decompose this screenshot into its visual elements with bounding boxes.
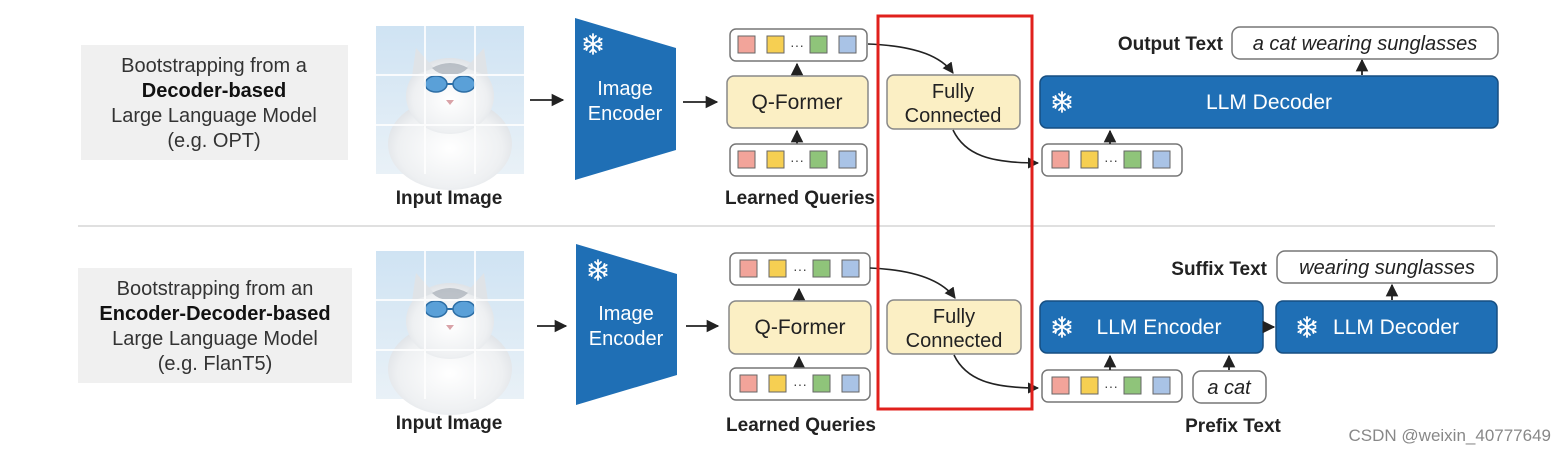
bottom-label-box (78, 268, 352, 383)
bottom-arrow-fc-to-llm-tokens (953, 354, 1040, 394)
bottom-qformer-label: Q-Former (755, 316, 846, 339)
bottom-label-line-3: Large Language Model (112, 328, 318, 350)
bottom-fc-line-1: Fully (933, 306, 975, 328)
bottom-fully-connected (886, 299, 1022, 355)
token-green (812, 259, 831, 278)
token-ellipsis: ··· (1104, 152, 1118, 168)
top-fully-connected (886, 74, 1021, 130)
bottom-image-encoder (576, 244, 677, 405)
top-learned-queries-bar (729, 143, 868, 177)
top-image-encoder (575, 18, 676, 180)
bottom-image-encoder-line-1: Image (598, 303, 654, 325)
token-red (1051, 376, 1070, 395)
token-green (812, 374, 831, 393)
bottom-llm-decoder-label: LLM Decoder (1333, 316, 1459, 339)
bottom-learned-queries-bar (729, 367, 871, 401)
bottom-output-token-bar (729, 252, 871, 286)
bottom-llm-encoder-label: LLM Encoder (1097, 316, 1222, 339)
token-yellow (766, 35, 785, 54)
token-ellipsis: ··· (1104, 378, 1118, 394)
token-yellow (768, 259, 787, 278)
token-ellipsis: ··· (790, 37, 804, 53)
top-image-encoder-line-2: Encoder (588, 103, 663, 125)
top-output-text-caption: Output Text (1118, 34, 1224, 55)
token-green (1123, 376, 1142, 395)
token-green (809, 35, 828, 54)
bottom-arrow-qformer-to-fc (869, 267, 956, 299)
top-qformer-label: Q-Former (752, 91, 843, 114)
bottom-label-line-1: Bootstrapping from an (117, 278, 314, 300)
top-output-token-bar (729, 28, 868, 62)
token-yellow (768, 374, 787, 393)
top-llm-decoder (1039, 75, 1499, 129)
top-qformer (726, 75, 869, 129)
token-yellow (766, 150, 785, 169)
bottom-suffix-text-value: wearing sunglasses (1299, 257, 1475, 279)
token-yellow (1080, 150, 1099, 169)
top-image-encoder-line-1: Image (597, 78, 653, 100)
top-panel: Bootstrapping from a Decoder-based Large… (81, 18, 1499, 209)
bottom-label-line-2: Encoder-Decoder-based (99, 303, 330, 325)
top-input-image-caption: Input Image (396, 188, 503, 209)
fc-highlight-box (876, 14, 1034, 411)
token-blue (838, 35, 857, 54)
top-output-text-value: a cat wearing sunglasses (1253, 33, 1478, 55)
top-label-line-4: (e.g. OPT) (167, 130, 260, 152)
token-red (739, 259, 758, 278)
token-red (737, 35, 756, 54)
top-llm-decoder-label: LLM Decoder (1206, 91, 1332, 114)
watermark: CSDN @weixin_40777649 (1349, 426, 1551, 445)
token-ellipsis: ··· (793, 376, 807, 392)
bottom-label-line-4: (e.g. FlanT5) (158, 353, 272, 375)
top-label-line-2: Decoder-based (142, 80, 287, 102)
token-blue (1152, 376, 1171, 395)
bottom-llm-input-token-bar (1041, 369, 1183, 403)
bottom-input-image (375, 250, 525, 416)
token-ellipsis: ··· (793, 261, 807, 277)
cat-image-icon (375, 25, 525, 191)
token-red (739, 374, 758, 393)
bottom-llm-decoder (1275, 300, 1498, 354)
top-label-line-1: Bootstrapping from a (121, 55, 308, 77)
token-blue (841, 374, 860, 393)
token-red (737, 150, 756, 169)
token-green (1123, 150, 1142, 169)
bottom-image-encoder-line-2: Encoder (589, 328, 664, 350)
top-learned-queries-caption: Learned Queries (725, 188, 875, 209)
cat-image-icon (375, 250, 525, 416)
token-blue (841, 259, 860, 278)
bottom-prefix-text-box (1192, 370, 1267, 404)
bottom-panel: Bootstrapping from an Encoder-Decoder-ba… (78, 244, 1498, 437)
token-red (1051, 150, 1070, 169)
bottom-fc-line-2: Connected (906, 330, 1003, 352)
token-green (809, 150, 828, 169)
top-arrow-qformer-to-fc (867, 43, 954, 74)
bottom-suffix-text-caption: Suffix Text (1171, 259, 1267, 280)
top-arrow-fc-to-llm-tokens (952, 129, 1040, 169)
token-ellipsis: ··· (790, 152, 804, 168)
token-blue (1152, 150, 1171, 169)
bottom-prefix-text-value: a cat (1207, 377, 1252, 399)
bottom-input-image-caption: Input Image (396, 413, 503, 434)
top-label-box (81, 45, 348, 160)
top-input-image (375, 25, 525, 191)
top-fc-line-1: Fully (932, 81, 974, 103)
bottom-suffix-text-box (1276, 250, 1498, 284)
top-output-text-box (1231, 26, 1499, 60)
top-label-line-3: Large Language Model (111, 105, 317, 127)
token-yellow (1080, 376, 1099, 395)
top-fc-line-2: Connected (905, 105, 1002, 127)
bottom-qformer (728, 300, 872, 355)
token-blue (838, 150, 857, 169)
top-llm-input-token-bar (1041, 143, 1183, 177)
bottom-learned-queries-caption: Learned Queries (726, 415, 876, 436)
bottom-prefix-text-caption: Prefix Text (1185, 416, 1281, 437)
